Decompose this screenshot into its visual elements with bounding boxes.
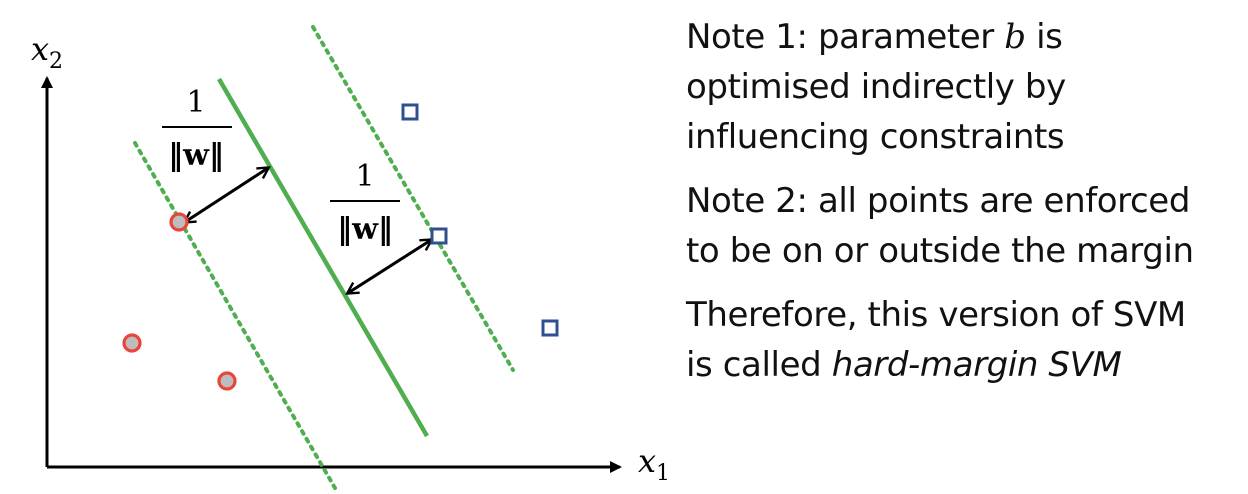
note-2-line-2: to be on or outside the margin: [686, 231, 1194, 271]
left-fraction-numerator: 1: [186, 85, 205, 120]
square-point: [541, 319, 559, 337]
y-axis-label: x2: [31, 30, 63, 74]
right-margin-arrow: [348, 240, 431, 293]
circle-point: [122, 333, 142, 353]
x-axis-label-sub: 1: [656, 461, 670, 486]
note-2-line-1: Note 2: all points are enforced: [686, 181, 1191, 221]
notes-panel: Note 1: parameter b is optimised indirec…: [686, 12, 1246, 404]
note-3-line-1: Therefore, this version of SVM: [686, 295, 1186, 335]
note-1-line-1: Note 1: parameter b is: [686, 17, 1063, 57]
svm-diagram: x2 x1 1 ‖w‖ 1 ‖w‖: [31, 25, 670, 490]
note-1-line-2: optimised indirectly by: [686, 67, 1066, 107]
decision-boundary: [217, 77, 429, 438]
left-margin-arrow: [185, 168, 268, 222]
circle-point-support: [169, 212, 189, 232]
square-point: [401, 103, 419, 121]
note-1-line-3: influencing constraints: [686, 117, 1065, 157]
note-2: Note 2: all points are enforced to be on…: [686, 176, 1246, 276]
y-axis-label-sub: 2: [49, 49, 63, 74]
right-fraction-denominator: ‖w‖: [337, 212, 393, 247]
note-1: Note 1: parameter b is optimised indirec…: [686, 12, 1246, 162]
square-point-support: [430, 227, 448, 245]
right-fraction-numerator: 1: [355, 159, 374, 194]
parameter-b: b: [1004, 17, 1026, 57]
circle-point: [217, 371, 237, 391]
left-margin-line: [133, 141, 337, 490]
note-3: Therefore, this version of SVM is called…: [686, 290, 1246, 390]
left-fraction-denominator: ‖w‖: [168, 138, 224, 173]
right-margin-line: [311, 25, 515, 372]
note-3-line-2: is called hard-margin SVM: [686, 345, 1122, 385]
hard-margin-term: hard-margin SVM: [831, 345, 1122, 385]
x-axis-label: x1: [638, 442, 670, 486]
